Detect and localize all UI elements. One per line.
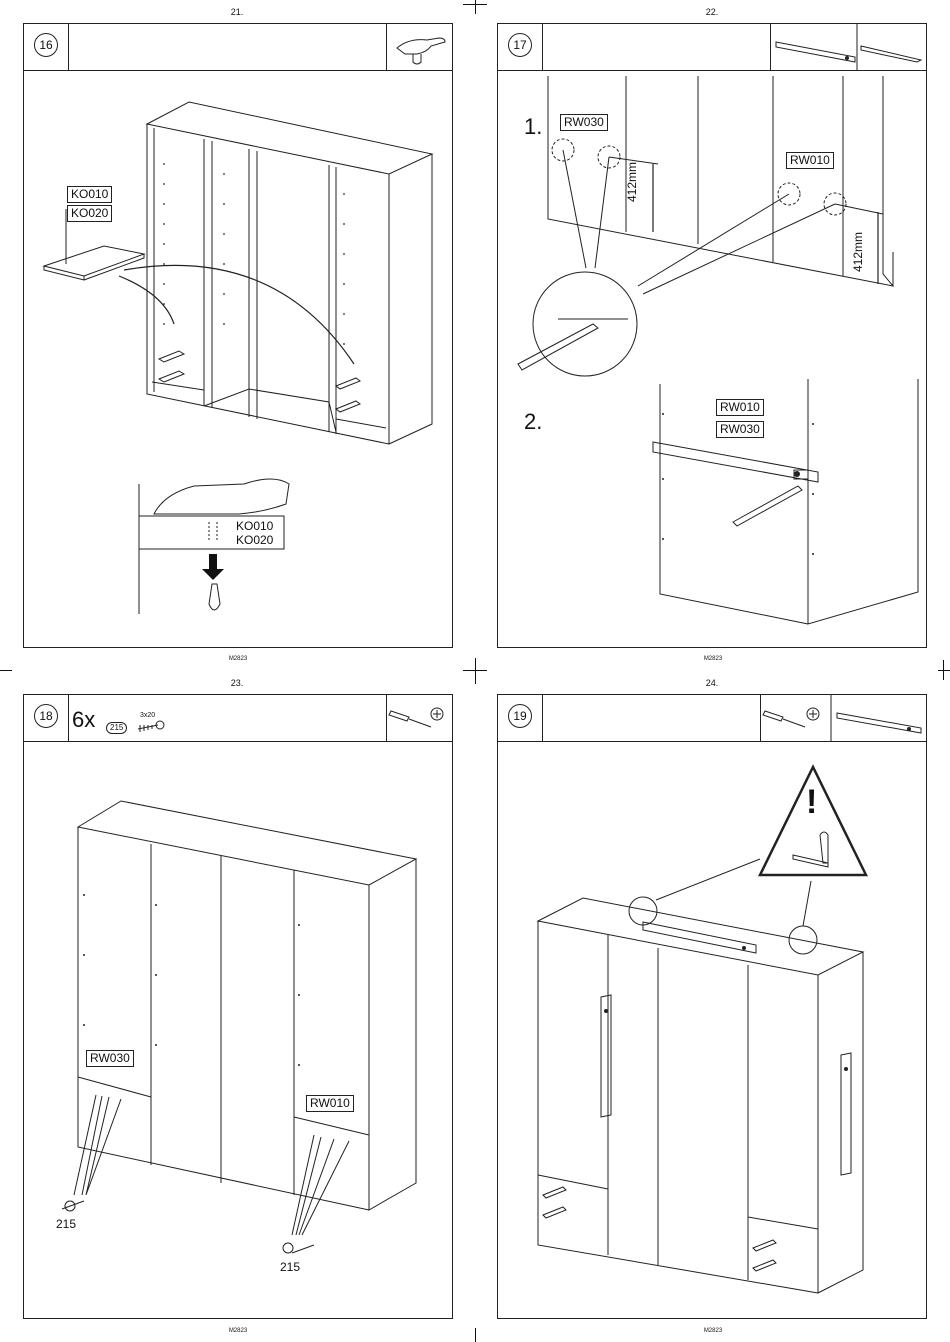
- registration-mark: [463, 670, 487, 671]
- page-number: 23.: [207, 678, 267, 688]
- registration-mark: [943, 660, 944, 680]
- registration-mark: [0, 670, 12, 671]
- warning-mark: !: [806, 783, 817, 822]
- registration-mark: [938, 670, 950, 671]
- measurement-412mm: 412mm: [852, 232, 865, 272]
- measurement-412mm: 412mm: [626, 162, 639, 202]
- screw-label-215: 215: [56, 1218, 76, 1231]
- wardrobe-level-check-drawing: [498, 695, 928, 1320]
- part-label-ko010: KO010: [67, 186, 112, 203]
- part-label-rw030: RW030: [86, 1050, 134, 1067]
- page-code: M2823: [693, 656, 733, 662]
- page-code: M2823: [693, 1328, 733, 1334]
- part-label-rw010: RW010: [716, 399, 764, 416]
- step-panel-16: 16: [23, 23, 453, 648]
- screw-label-215: 215: [280, 1261, 300, 1274]
- registration-mark: [475, 1328, 476, 1342]
- step-panel-18: 18 6x 215 3x20: [23, 694, 453, 1319]
- wardrobe-doors-drawing: [24, 695, 454, 1320]
- registration-mark: [463, 4, 487, 5]
- page-number: 22.: [682, 7, 742, 17]
- sub-step-1: 1.: [524, 114, 542, 140]
- page-code: M2823: [218, 1328, 258, 1334]
- page-number: 21.: [207, 7, 267, 17]
- part-label-rw030: RW030: [560, 114, 608, 131]
- wardrobe-carcass-drawing: [24, 24, 454, 649]
- page-code: M2823: [218, 656, 258, 662]
- sub-step-2: 2.: [524, 409, 542, 435]
- step-panel-19: 19: [497, 694, 927, 1319]
- detail-label-ko010: KO010: [236, 520, 273, 533]
- registration-mark: [475, 658, 476, 684]
- step-panel-17: 17: [497, 23, 927, 648]
- part-label-rw010: RW010: [786, 152, 834, 169]
- page-number: 24.: [682, 678, 742, 688]
- registration-mark: [475, 0, 476, 14]
- part-label-ko020: KO020: [67, 205, 112, 222]
- part-label-rw010: RW010: [306, 1095, 354, 1112]
- detail-label-ko020: KO020: [236, 534, 273, 547]
- part-label-rw030: RW030: [716, 421, 764, 438]
